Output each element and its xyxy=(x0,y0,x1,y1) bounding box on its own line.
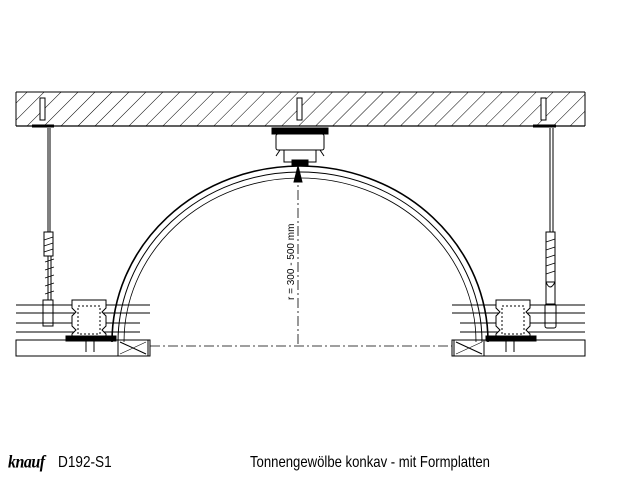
barrel-vault xyxy=(111,165,489,343)
anchor-bolt-left xyxy=(32,97,54,128)
hanger-right xyxy=(544,128,557,329)
ceiling-clip xyxy=(271,127,329,167)
connector-right xyxy=(495,299,531,341)
drawing-title: Tonnengewölbe konkav - mit Formplatten xyxy=(250,454,490,471)
knauf-logo: knauf xyxy=(8,453,45,472)
center-axis xyxy=(150,165,452,347)
connector-left xyxy=(71,299,107,341)
drawing-code: D192-S1 xyxy=(58,454,112,471)
anchor-bolt-right xyxy=(533,97,556,128)
radius-dimension-label: r = 300 - 500 mm xyxy=(286,224,297,300)
title-block: knauf D192-S1 Tonnengewölbe konkav - mit… xyxy=(0,452,640,476)
base-rail-left xyxy=(15,335,151,357)
hanger-left xyxy=(42,128,55,327)
base-rail-right xyxy=(451,335,586,357)
fasteners xyxy=(85,336,515,352)
anchor-bolt-center xyxy=(296,97,303,121)
